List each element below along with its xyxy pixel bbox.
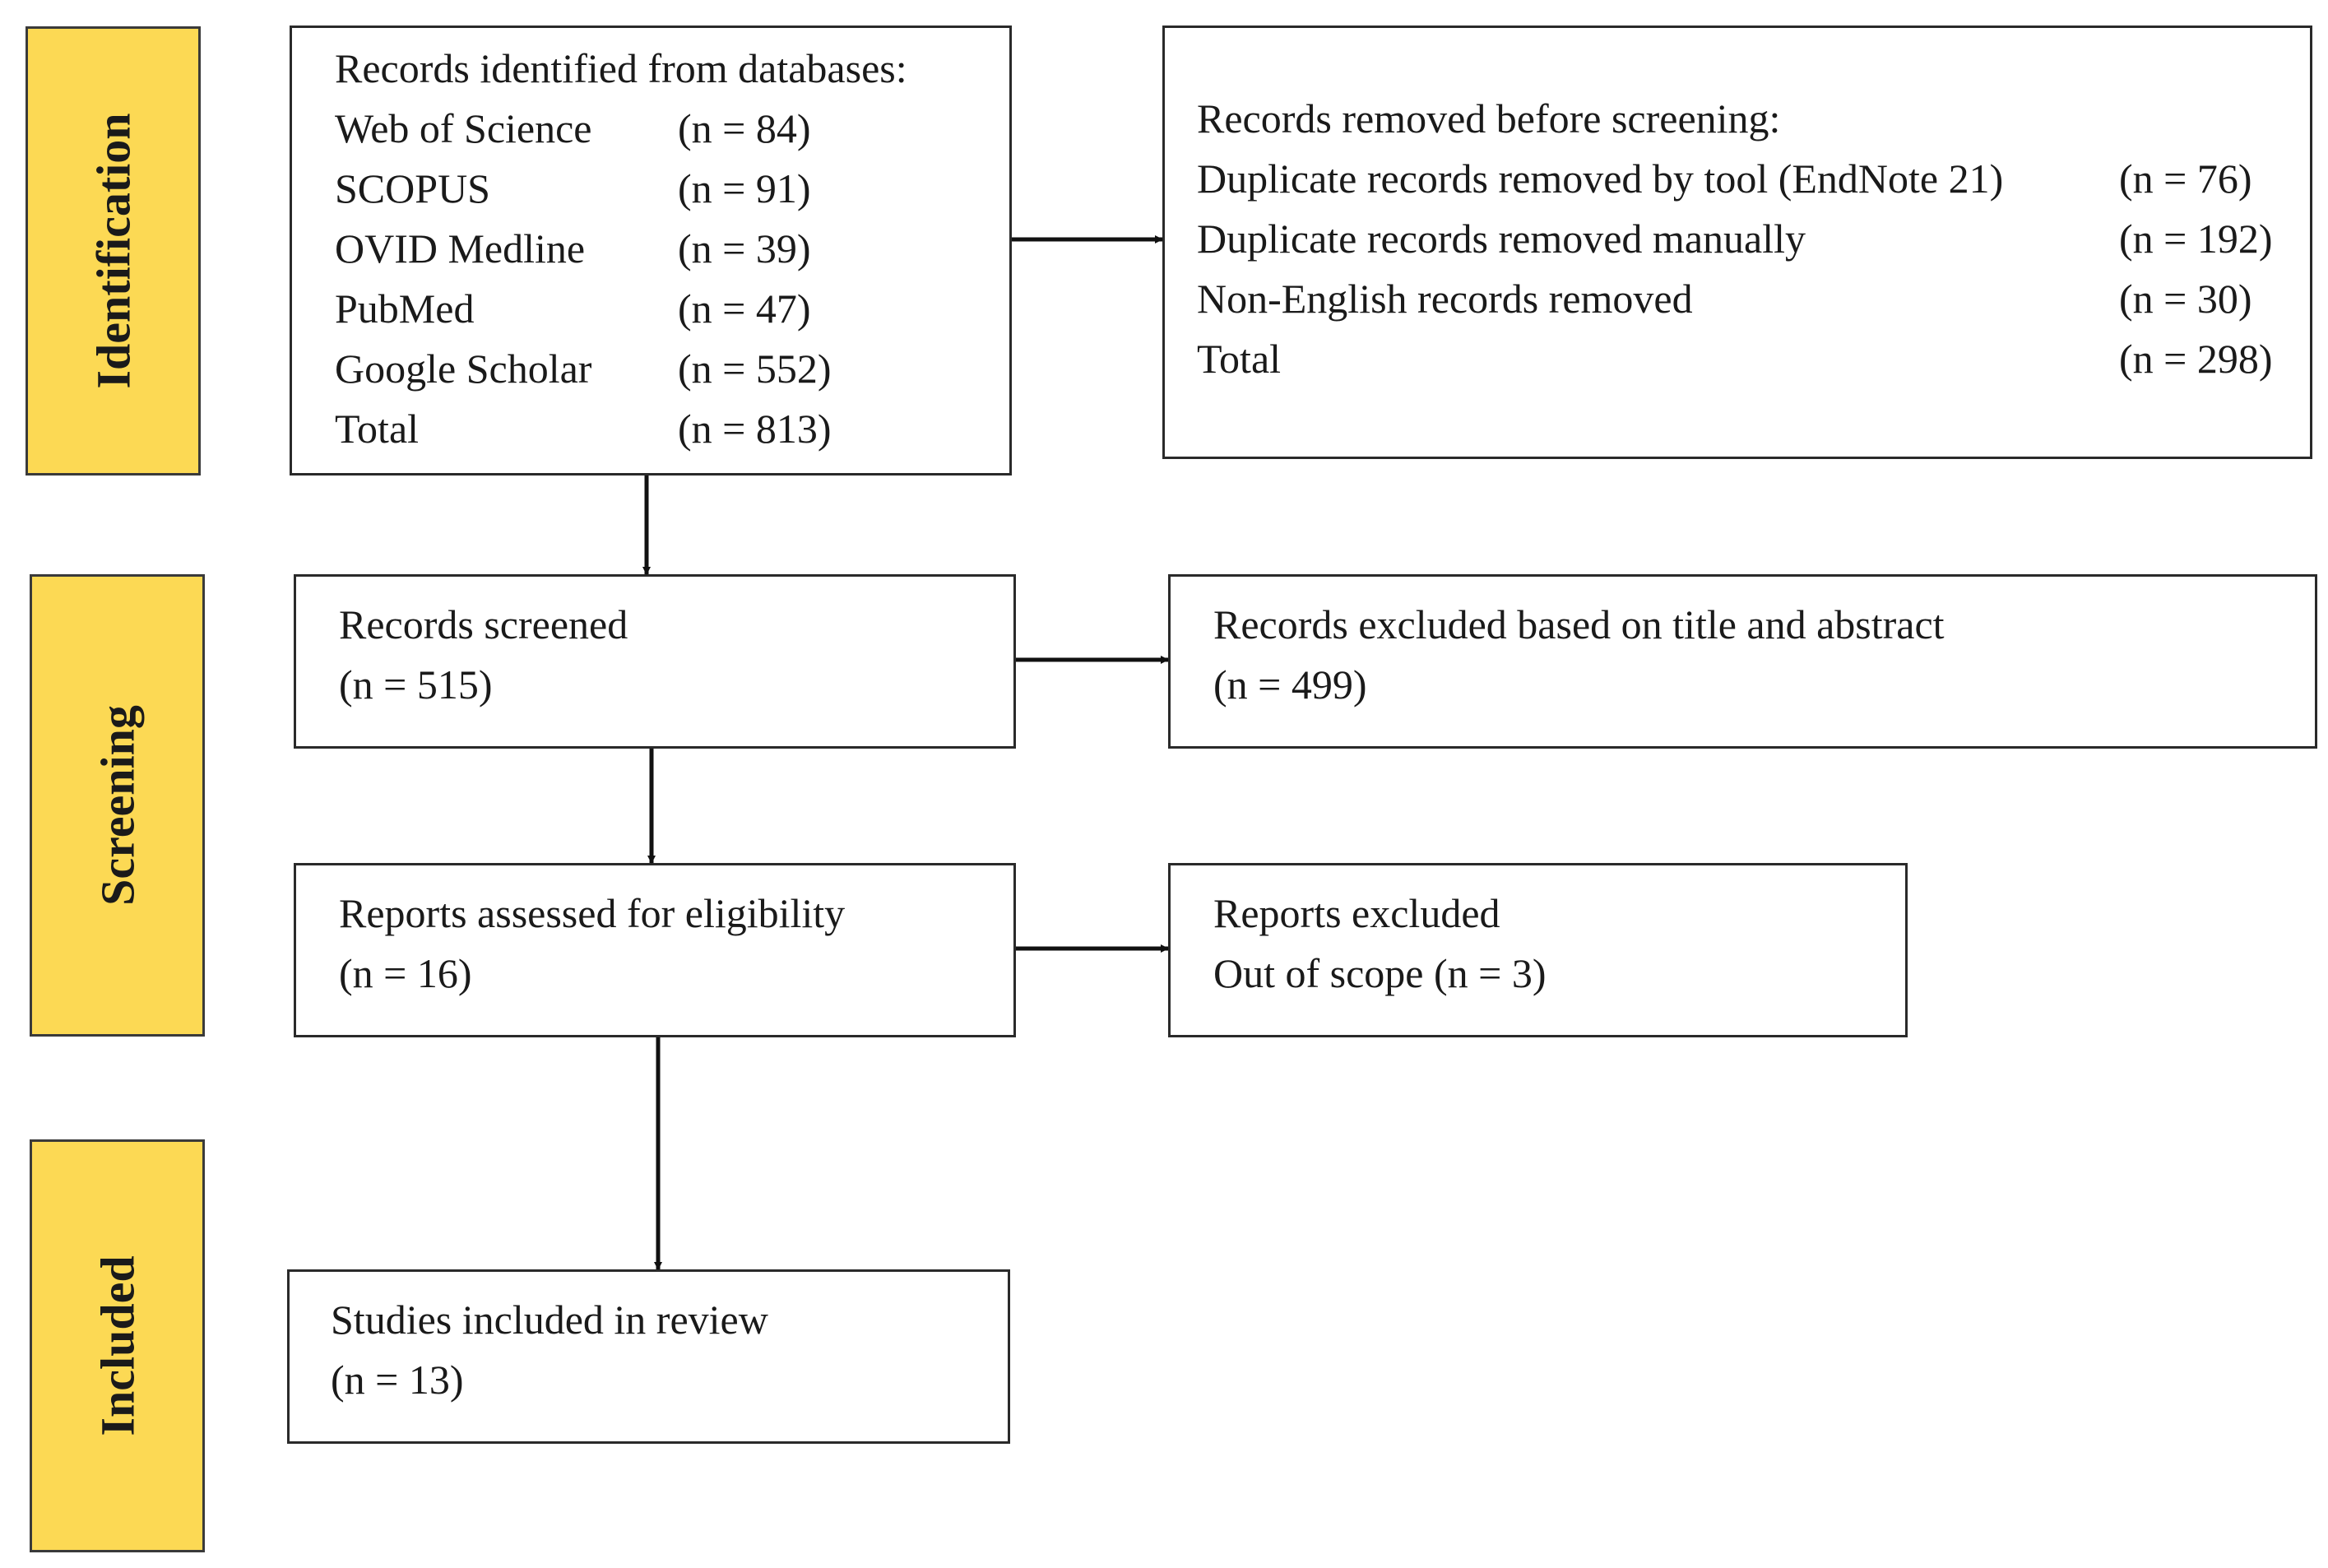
- records-excluded-label: Records excluded based on title and abst…: [1213, 601, 1945, 647]
- identified-total-count: (n = 813): [678, 406, 832, 452]
- removed-total-label: Total: [1197, 336, 1282, 382]
- source-label: OVID Medline: [335, 225, 586, 271]
- records-identified-box: Records identified from databases: Web o…: [290, 26, 1012, 476]
- studies-included-box: Studies included in review (n = 13): [287, 1269, 1010, 1444]
- records-excluded-count: (n = 499): [1213, 661, 1367, 707]
- phase-identification: Identification: [26, 26, 201, 476]
- reports-excluded-box: Reports excluded Out of scope (n = 3): [1168, 863, 1908, 1037]
- source-count: (n = 84): [678, 105, 811, 151]
- reports-assessed-count: (n = 16): [339, 950, 472, 996]
- source-label: PubMed: [335, 285, 475, 332]
- source-label: Google Scholar: [335, 346, 592, 392]
- removal-count: (n = 76): [2119, 155, 2252, 202]
- records-excluded-box: Records excluded based on title and abst…: [1168, 574, 2317, 749]
- identified-total-label: Total: [335, 406, 420, 452]
- records-screened-count: (n = 515): [339, 661, 493, 707]
- reports-excluded-reason: Out of scope (n = 3): [1213, 950, 1547, 996]
- studies-included-label: Studies included in review: [331, 1297, 768, 1343]
- source-count: (n = 47): [678, 285, 811, 332]
- records-removed-header: Records removed before screening:: [1197, 95, 1781, 141]
- records-identified-header: Records identified from databases:: [335, 45, 907, 91]
- removal-label: Duplicate records removed by tool (EndNo…: [1197, 155, 2004, 202]
- removed-total-count: (n = 298): [2119, 336, 2273, 382]
- source-count: (n = 91): [678, 165, 811, 211]
- source-label: SCOPUS: [335, 165, 490, 211]
- phase-included: Included: [30, 1139, 205, 1552]
- removal-label: Duplicate records removed manually: [1197, 216, 1806, 262]
- studies-included-count: (n = 13): [331, 1357, 464, 1403]
- reports-excluded-label: Reports excluded: [1213, 890, 1500, 936]
- reports-assessed-box: Reports assessed for eligibility (n = 16…: [294, 863, 1016, 1037]
- records-removed-box: Records removed before screening: Duplic…: [1162, 26, 2312, 459]
- reports-assessed-label: Reports assessed for eligibility: [339, 890, 846, 936]
- source-count: (n = 39): [678, 225, 811, 271]
- removal-count: (n = 30): [2119, 276, 2252, 322]
- removal-label: Non-English records removed: [1197, 276, 1693, 322]
- source-count: (n = 552): [678, 346, 832, 392]
- records-screened-box: Records screened (n = 515): [294, 574, 1016, 749]
- phase-screening: Screening: [30, 574, 205, 1037]
- records-screened-label: Records screened: [339, 601, 628, 647]
- removal-count: (n = 192): [2119, 216, 2273, 262]
- source-label: Web of Science: [335, 105, 592, 151]
